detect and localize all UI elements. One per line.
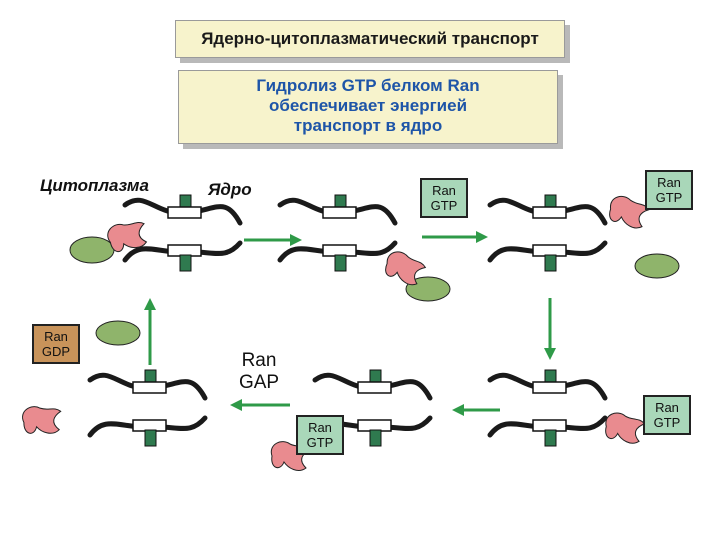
note-panel: Гидролиз GTP белком Ran обеспечивает эне…: [178, 70, 558, 144]
label-nucleus: Ядро: [208, 180, 252, 199]
ran-gtp-tag-1: Ran GTP: [420, 178, 468, 218]
nuclear-pore-2: [280, 195, 395, 271]
importin-1: [69, 236, 115, 264]
ran-gtp-3-line-1: Ran: [655, 400, 679, 415]
note-line-3: транспорт в ядро: [293, 116, 443, 135]
ran-gdp-line-2: GDP: [41, 344, 71, 359]
diagram-title: Ядерно-цитоплазматический транспорт: [201, 29, 539, 48]
note-line-2: обеспечивает энергией: [268, 96, 468, 115]
ran-gap-line-2: GAP: [238, 372, 280, 393]
nuclear-pore-3: [490, 195, 605, 271]
ran-gtp-4-line-1: Ran: [308, 420, 332, 435]
ran-gtp-tag-4: Ran GTP: [296, 415, 344, 455]
nuclear-pore-4: [490, 370, 605, 446]
ran-gtp-tag-3: Ran GTP: [643, 395, 691, 435]
importin-2: [405, 276, 451, 302]
nuclear-pore-1: [125, 195, 240, 271]
title-panel: Ядерно-цитоплазматический транспорт: [175, 20, 565, 58]
ran-gtp-3-line-2: GTP: [653, 415, 681, 430]
ran-gdp-tag: Ran GDP: [32, 324, 80, 364]
ran-gdp-line-1: Ran: [44, 329, 68, 344]
note-line-1: Гидролиз GTP белком Ran: [256, 76, 480, 95]
ran-gtp-1-line-2: GTP: [430, 198, 458, 213]
cargo-protein-4: [603, 411, 646, 445]
label-ran-gap: Ran GAP: [234, 350, 284, 394]
cargo-protein-6: [20, 402, 65, 438]
ran-gtp-2-line-2: GTP: [655, 190, 683, 205]
importin-4: [95, 320, 141, 346]
ran-gtp-2-line-1: Ran: [657, 175, 681, 190]
importin-3: [634, 253, 680, 279]
label-cytoplasm: Цитоплазма: [40, 176, 149, 195]
ran-gtp-4-line-2: GTP: [306, 435, 334, 450]
ran-gap-line-1: Ran: [241, 350, 277, 371]
nuclear-pore-6: [90, 370, 205, 446]
ran-gtp-1-line-1: Ran: [432, 183, 456, 198]
ran-gtp-tag-2: Ran GTP: [645, 170, 693, 210]
